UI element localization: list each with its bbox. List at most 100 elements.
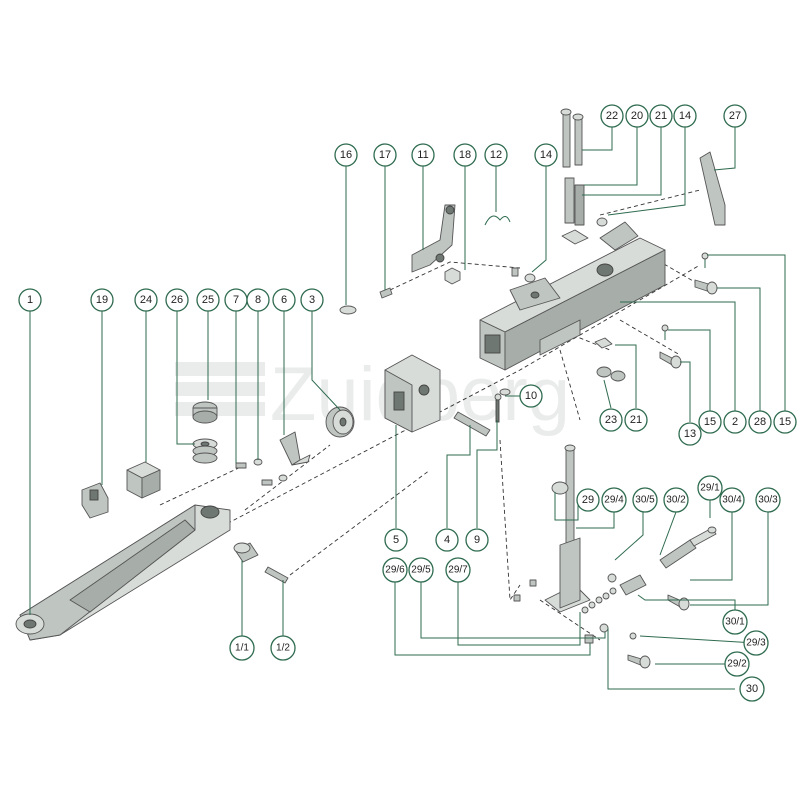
cap-part-25: [192, 401, 218, 424]
clip-part-19: [81, 482, 109, 519]
svg-text:29/7: 29/7: [448, 565, 468, 576]
svg-text:21: 21: [655, 110, 667, 122]
callout-30-1: 30/1: [722, 609, 748, 635]
callout-29-6: 29/6: [382, 557, 408, 583]
svg-text:5: 5: [393, 534, 399, 546]
callout-15b: 15: [773, 410, 797, 434]
sleeve-part-1-1: [233, 542, 259, 563]
svg-text:13: 13: [684, 428, 696, 440]
callout-29-5: 29/5: [408, 557, 434, 583]
nuts-part-23: [594, 337, 626, 382]
svg-text:12: 12: [490, 149, 502, 161]
callout-24: 24: [134, 288, 158, 312]
callout-30-4: 30/4: [719, 487, 745, 513]
callout-13: 13: [678, 422, 702, 446]
small-parts-29-5: [513, 579, 651, 669]
callout-27: 27: [723, 104, 747, 128]
housing-part-5: [384, 354, 441, 433]
callout-2: 2: [723, 410, 747, 434]
svg-text:7: 7: [233, 294, 239, 306]
svg-text:26: 26: [171, 294, 183, 306]
chain-part-29-4: [581, 587, 617, 614]
callout-17: 17: [373, 143, 397, 167]
svg-text:29: 29: [582, 494, 594, 506]
callout-1-2: 1/2: [270, 635, 296, 661]
pin-part-16: [339, 305, 357, 315]
svg-text:9: 9: [474, 534, 480, 546]
callout-14b: 14: [673, 104, 697, 128]
svg-text:29/6: 29/6: [385, 565, 405, 576]
callout-8: 8: [246, 288, 270, 312]
svg-text:24: 24: [140, 294, 152, 306]
callout-4: 4: [435, 528, 459, 552]
svg-text:6: 6: [281, 294, 287, 306]
svg-text:1: 1: [27, 294, 33, 306]
callout-22: 22: [600, 104, 624, 128]
pin-part-1-2: [264, 566, 289, 584]
bolt-part-15: [694, 252, 718, 295]
callout-3: 3: [300, 288, 324, 312]
turnbuckle-part-30: [607, 526, 717, 611]
svg-text:16: 16: [340, 149, 352, 161]
svg-text:29/5: 29/5: [411, 565, 431, 576]
callout-15a: 15: [698, 410, 722, 434]
callout-18: 18: [453, 143, 477, 167]
callout-labels: 1 19 24 26 25 7 8 6 3 16 17 11 18 12 14 …: [18, 104, 797, 702]
svg-text:4: 4: [444, 534, 450, 546]
svg-text:29/4: 29/4: [604, 495, 624, 506]
callout-1: 1: [18, 288, 42, 312]
svg-text:20: 20: [631, 110, 643, 122]
svg-text:14: 14: [679, 110, 691, 122]
svg-text:14: 14: [540, 149, 552, 161]
sleeves-part-20: [564, 177, 585, 226]
nut-part-18: [444, 267, 461, 285]
callout-9: 9: [465, 528, 489, 552]
callout-1-1: 1/1: [229, 635, 255, 661]
frame-part-2: [479, 221, 666, 371]
svg-text:29/3: 29/3: [746, 638, 766, 649]
lever-part-11: [411, 204, 456, 273]
svg-text:8: 8: [255, 294, 261, 306]
svg-text:17: 17: [379, 149, 391, 161]
svg-text:25: 25: [202, 294, 214, 306]
svg-text:10: 10: [525, 390, 537, 402]
bolt-part-13: [659, 324, 682, 369]
svg-text:3: 3: [309, 294, 315, 306]
callout-6: 6: [272, 288, 296, 312]
clip-part-12: [484, 215, 511, 226]
pin-part-4: [453, 411, 491, 437]
svg-text:30/3: 30/3: [758, 495, 778, 506]
callout-30-5: 30/5: [632, 487, 658, 513]
svg-text:30: 30: [746, 683, 758, 695]
callout-23: 23: [599, 408, 623, 432]
callout-10: 10: [519, 384, 543, 408]
callout-7: 7: [224, 288, 248, 312]
callout-29-3: 29/3: [743, 630, 769, 656]
svg-text:23: 23: [605, 414, 617, 426]
pins-part-22: [560, 108, 584, 168]
strip-part-27: [699, 151, 726, 226]
callout-28: 28: [748, 410, 772, 434]
svg-text:1/1: 1/1: [235, 643, 249, 654]
disc-part-3: [325, 406, 355, 438]
svg-text:21: 21: [630, 414, 642, 426]
svg-text:2: 2: [732, 416, 738, 428]
svg-text:1/2: 1/2: [276, 643, 290, 654]
drawbar-part-1: [15, 504, 231, 641]
svg-text:29/1: 29/1: [700, 483, 720, 494]
svg-text:15: 15: [779, 416, 791, 428]
callout-26: 26: [165, 288, 189, 312]
pin-part-17: [379, 287, 393, 299]
callout-29-1: 29/1: [697, 475, 723, 501]
callout-16: 16: [334, 143, 358, 167]
callout-11: 11: [411, 143, 435, 167]
callout-19: 19: [90, 288, 114, 312]
bracket-part-6: [279, 431, 311, 466]
block-part-24: [126, 461, 161, 499]
jack-stand-part-29: [544, 444, 591, 613]
callout-21b: 21: [624, 408, 648, 432]
callout-29: 29: [576, 488, 600, 512]
plate-part-21: [561, 229, 589, 245]
